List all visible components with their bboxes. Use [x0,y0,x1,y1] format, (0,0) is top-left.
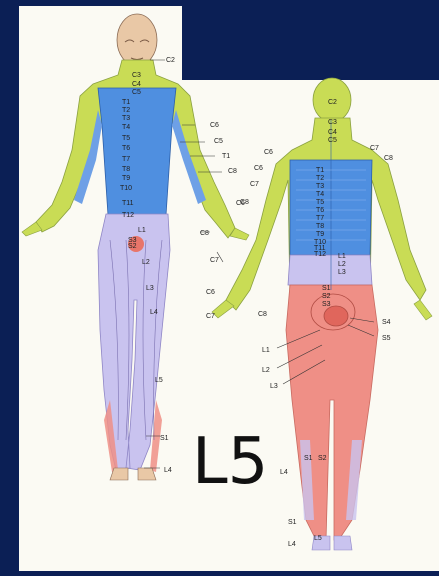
back-dermatome-label: S1 [304,455,313,462]
back-dermatome-label: L2 [262,367,270,374]
back-dermatome-label: S3 [322,301,331,308]
segment-title: L5 [192,430,268,494]
back-dermatome-label: T4 [316,191,324,198]
front-dermatome-label: L4 [164,467,172,474]
front-dermatome-label: C8 [228,168,237,175]
front-dermatome-label: T8 [122,166,130,173]
back-dermatome-label: C8 [240,199,249,206]
back-dermatome-label: L4 [288,541,296,548]
back-dermatome-label: C7 [370,145,379,152]
back-dermatome-label: L5 [314,535,322,542]
back-dermatome-label: L2 [338,261,346,268]
back-dermatome-label: L3 [270,383,278,390]
front-dermatome-label: L4 [150,309,158,316]
front-dermatome-label: T10 [120,185,132,192]
front-dermatome-label: L2 [142,259,150,266]
front-dermatome-label: T2 [122,107,130,114]
back-dermatome-label: L1 [338,253,346,260]
back-dermatome-label: T3 [316,183,324,190]
back-lumbar-zone [288,255,372,285]
back-dermatome-label: S1 [322,285,331,292]
front-dermatome-label: T9 [122,175,130,182]
back-dermatome-label: C6 [264,149,273,156]
back-dermatome-label: T1 [316,167,324,174]
back-dermatome-label: T6 [316,207,324,214]
back-dermatome-label: C8 [384,155,393,162]
back-dermatome-label: L1 [262,347,270,354]
front-head [117,14,157,66]
front-dermatome-label: S3 [128,237,137,244]
front-dermatome-label: S2 [128,243,137,250]
front-dermatome-label: L3 [146,285,154,292]
front-dermatome-label: T11 [122,200,134,207]
front-dermatome-label: C2 [166,57,175,64]
front-dermatome-label: C6 [210,122,219,129]
back-dermatome-label: L3 [338,269,346,276]
back-dermatome-label: T9 [316,231,324,238]
front-dermatome-label: C8 [200,230,209,237]
front-dermatome-label: C7 [210,257,219,264]
back-dermatome-label: T8 [316,223,324,230]
front-dermatome-label: C3 [132,72,141,79]
back-dermatome-label: T2 [316,175,324,182]
front-dermatome-label: T1 [222,153,230,160]
front-dermatome-label: C4 [132,81,141,88]
back-dermatome-label: L4 [280,469,288,476]
back-dermatome-label: C6 [254,165,263,172]
back-dermatome-label: S2 [318,455,327,462]
front-dermatome-label: C5 [214,138,223,145]
back-dermatome-label: C5 [328,137,337,144]
back-dermatome-label: S4 [382,319,391,326]
front-dermatome-label: T1 [122,99,130,106]
back-dermatome-label: C6 [206,289,215,296]
front-dermatome-label: L1 [138,227,146,234]
front-dermatome-label: L5 [155,377,163,384]
front-dermatome-label: T6 [122,145,130,152]
back-dermatome-label: S5 [382,335,391,342]
front-thoracic-zone [98,88,176,215]
back-dermatome-label: C3 [328,119,337,126]
back-dermatome-label: S2 [322,293,331,300]
back-dermatome-label: T5 [316,199,324,206]
front-dermatome-label: T7 [122,156,130,163]
front-dermatome-label: C5 [132,89,141,96]
front-dermatome-label: T3 [122,115,130,122]
back-dermatome-label: C4 [328,129,337,136]
back-dermatome-label: T12 [314,251,326,258]
back-dermatome-label: C7 [250,181,259,188]
back-dermatome-label: C7 [206,313,215,320]
front-dermatome-label: T5 [122,135,130,142]
front-dermatome-label: T4 [122,124,130,131]
front-dermatome-label: S1 [160,435,169,442]
front-dermatome-label: T12 [122,212,134,219]
back-dermatome-label: S1 [288,519,297,526]
back-dermatome-label: T7 [316,215,324,222]
back-dermatome-label: C2 [328,99,337,106]
back-dermatome-label: C8 [258,311,267,318]
